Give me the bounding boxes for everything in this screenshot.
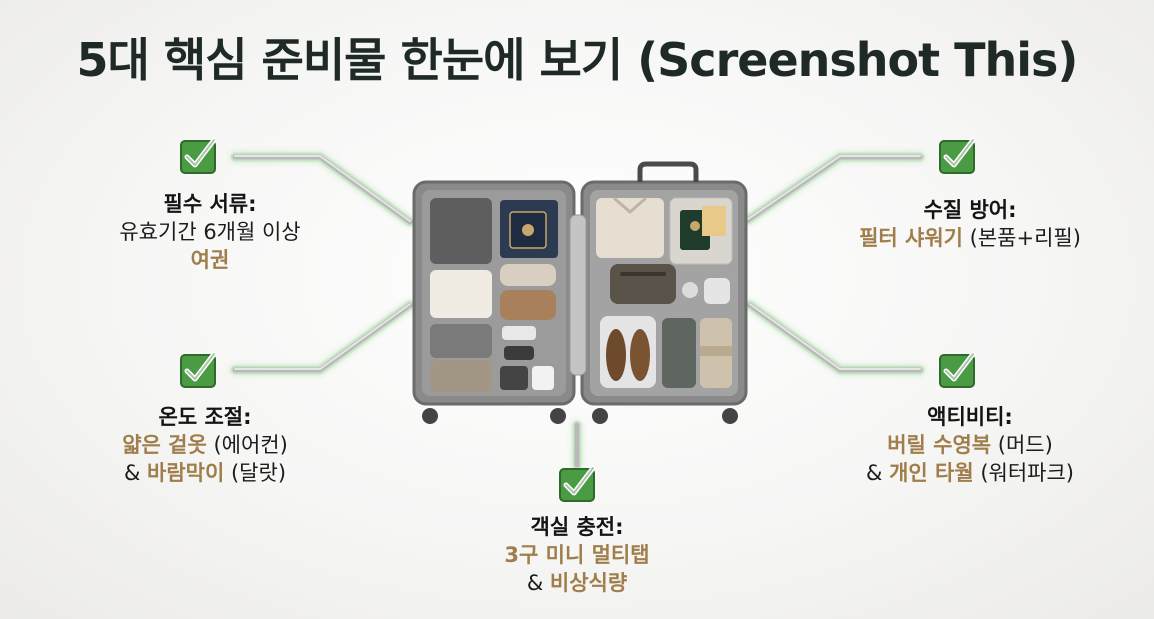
item-detail: (워터파크) bbox=[973, 461, 1074, 485]
checkmark-icon bbox=[939, 137, 976, 174]
item-line-2: & 바람막이 (달랏) bbox=[50, 459, 360, 487]
item-line-1: 필터 샤워기 (본품+리필) bbox=[820, 224, 1120, 252]
item-line-1: 얇은 겉옷 (에어컨) bbox=[50, 431, 360, 459]
item-prefix: & bbox=[526, 571, 550, 595]
item-line-1: 버릴 수영복 (머드) bbox=[815, 431, 1125, 459]
item-line-2: & 비상식량 bbox=[427, 569, 727, 597]
page-title: 5대 핵심 준비물 한눈에 보기 (Screenshot This) bbox=[76, 33, 1079, 87]
item-activity: 액티비티: 버릴 수영복 (머드) & 개인 타월 (워터파크) bbox=[815, 403, 1125, 487]
checkmark-icon bbox=[559, 465, 596, 502]
item-highlight: 비상식량 bbox=[549, 571, 628, 595]
item-highlight: 얇은 겉옷 bbox=[122, 433, 207, 457]
item-documents: 필수 서류: 유효기간 6개월 이상 여권 bbox=[60, 190, 360, 274]
item-water: 수질 방어: 필터 샤워기 (본품+리필) bbox=[820, 196, 1120, 252]
item-heading: 객실 충전: bbox=[530, 515, 624, 539]
item-highlight: 3구 미니 멀티탭 bbox=[504, 543, 650, 567]
item-heading: 온도 조절: bbox=[158, 405, 252, 429]
item-detail: (달랏) bbox=[224, 461, 287, 485]
item-heading: 수질 방어: bbox=[923, 198, 1017, 222]
item-heading: 필수 서류: bbox=[163, 192, 257, 216]
item-heading: 액티비티: bbox=[927, 405, 1013, 429]
item-cabin: 객실 충전: 3구 미니 멀티탭 & 비상식량 bbox=[427, 513, 727, 597]
item-prefix: & bbox=[123, 461, 148, 485]
item-detail: (에어컨) bbox=[206, 433, 288, 457]
connector-temperature bbox=[230, 300, 415, 375]
checkmark-icon bbox=[180, 137, 217, 174]
item-highlight: 버릴 수영복 bbox=[887, 433, 992, 457]
item-detail: (머드) bbox=[991, 433, 1053, 457]
item-highlight: 여권 bbox=[190, 248, 230, 272]
item-prefix: & bbox=[866, 461, 890, 485]
checkmark-icon bbox=[180, 351, 217, 388]
item-highlight: 필터 샤워기 bbox=[859, 226, 963, 250]
suitcase-image bbox=[412, 161, 748, 424]
item-detail: (본품+리필) bbox=[962, 226, 1081, 250]
item-highlight: 바람막이 bbox=[147, 461, 225, 485]
item-highlight: 개인 타월 bbox=[889, 461, 974, 485]
connector-activity bbox=[745, 300, 925, 375]
item-detail: 유효기간 6개월 이상 bbox=[119, 220, 301, 244]
item-line-2: & 개인 타월 (워터파크) bbox=[815, 459, 1125, 487]
checkmark-icon bbox=[939, 351, 976, 388]
item-temperature: 온도 조절: 얇은 겉옷 (에어컨) & 바람막이 (달랏) bbox=[50, 403, 360, 487]
